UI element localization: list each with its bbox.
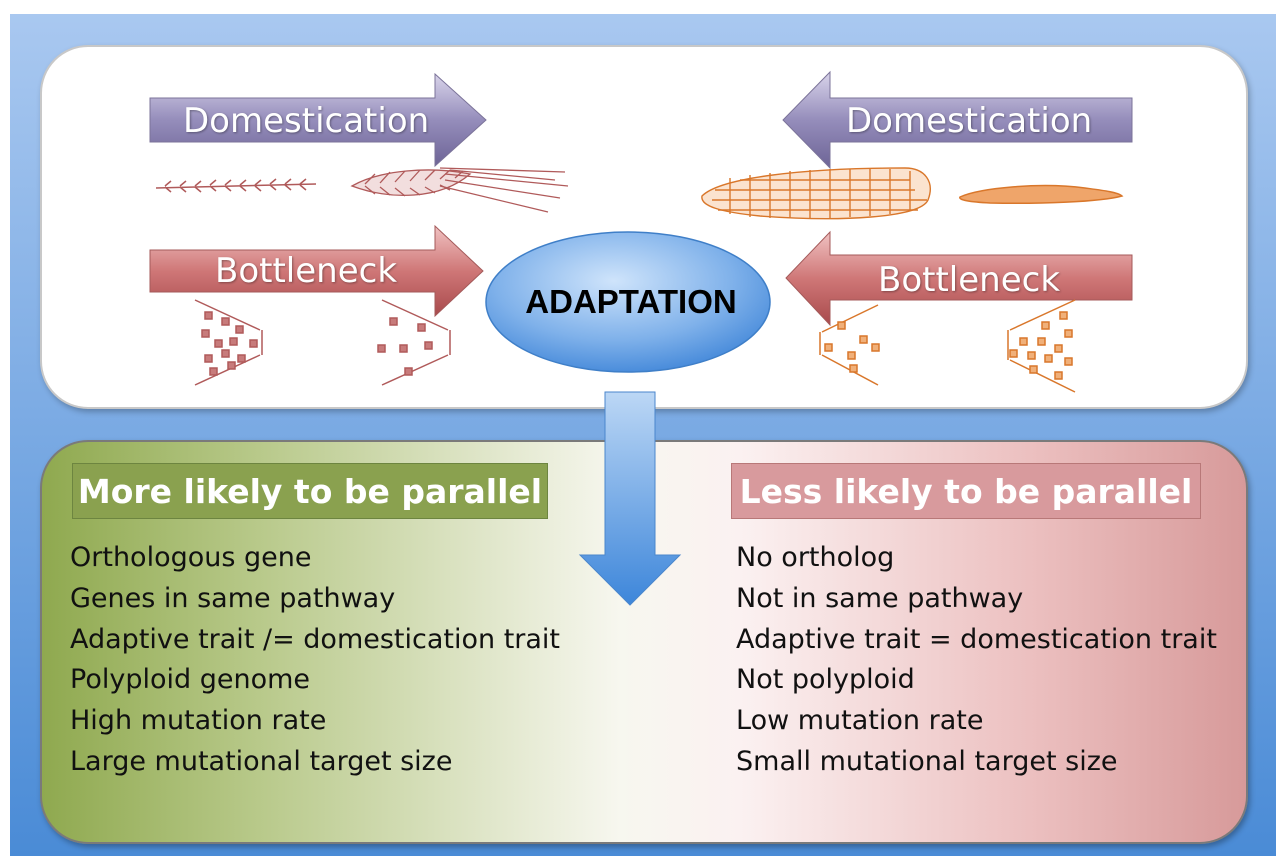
down-arrow: [578, 391, 682, 606]
bottleneck-arrow-right: [785, 230, 1133, 327]
domestication-label-left: Domestication: [183, 101, 430, 141]
list-item: Low mutation rate: [736, 705, 984, 737]
list-item: Adaptive trait = domestication trait: [736, 623, 1217, 655]
list-item: Not in same pathway: [736, 582, 1024, 614]
list-item: Adaptive trait /= domestication trait: [70, 623, 561, 655]
more-likely-list: Orthologous gene Genes in same pathway A…: [70, 538, 560, 783]
domesticated-wheat-sketch: [350, 167, 569, 213]
bottleneck-funnel-maize-2: [1007, 299, 1076, 393]
bottleneck-funnel-wheat-1: [194, 299, 263, 386]
domestication-label-right: Domestication: [846, 101, 1093, 141]
domesticated-maize-sketch: [701, 167, 931, 220]
bottleneck-funnel-wheat-2: [377, 299, 451, 386]
list-item: Polyploid genome: [70, 664, 310, 696]
adaptation-label: ADAPTATION: [525, 283, 737, 320]
list-item: High mutation rate: [70, 705, 327, 737]
bottleneck-label-left: Bottleneck: [215, 251, 398, 291]
list-item: No ortholog: [736, 542, 895, 573]
list-item: Orthologous gene: [70, 542, 312, 573]
bottleneck-arrow-left: [149, 224, 484, 318]
domestication-arrow-right: [782, 70, 1133, 170]
list-item: Genes in same pathway: [70, 582, 396, 614]
more-likely-header: More likely to be parallel: [72, 463, 548, 519]
less-likely-header: Less likely to be parallel: [731, 463, 1201, 519]
wild-maize-sketch: [959, 184, 1124, 204]
bottleneck-label-right: Bottleneck: [878, 260, 1061, 300]
domestication-arrow-left: [149, 72, 487, 168]
bottleneck-funnel-maize-1: [819, 304, 880, 386]
list-item: Not polyploid: [736, 664, 915, 696]
wild-wheat-sketch: [155, 178, 317, 193]
list-item: Large mutational target size: [70, 745, 453, 777]
list-item: Small mutational target size: [736, 745, 1118, 777]
less-likely-list: No ortholog Not in same pathway Adaptive…: [736, 538, 1217, 783]
adaptation-ellipse: [485, 231, 771, 373]
